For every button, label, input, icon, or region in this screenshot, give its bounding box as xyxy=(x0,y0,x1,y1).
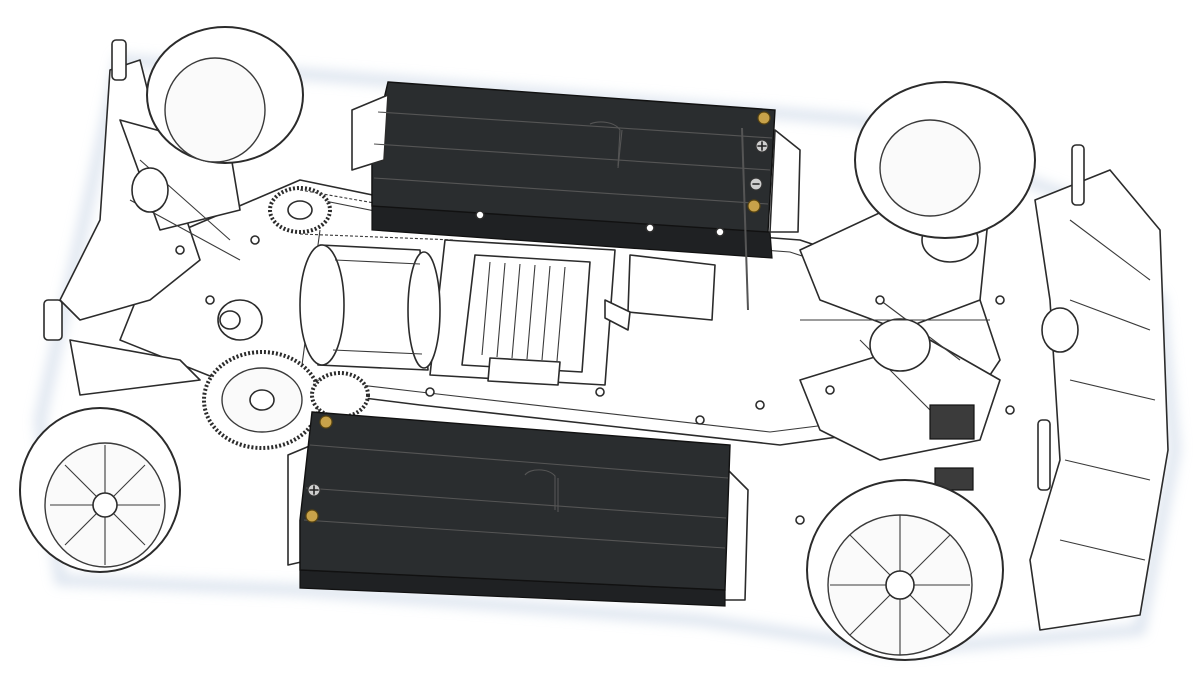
bottom-positive-terminal xyxy=(319,415,333,429)
motor xyxy=(299,244,441,371)
rear-left-tire xyxy=(854,81,1036,239)
spur-gear xyxy=(202,186,370,450)
battery-pack-top xyxy=(351,81,801,311)
front-left-tire xyxy=(146,26,304,164)
rear-bumper xyxy=(1029,144,1169,631)
speed-controller xyxy=(429,239,616,386)
receiver-box xyxy=(604,254,716,331)
chassis-screws xyxy=(175,210,1015,525)
bottom-negative-terminal xyxy=(305,509,319,523)
positive-terminal xyxy=(757,111,771,125)
rear-right-tire xyxy=(806,479,1004,661)
battery-pack-bottom xyxy=(287,411,749,607)
front-right-tire xyxy=(19,407,181,573)
negative-terminal xyxy=(747,199,761,213)
